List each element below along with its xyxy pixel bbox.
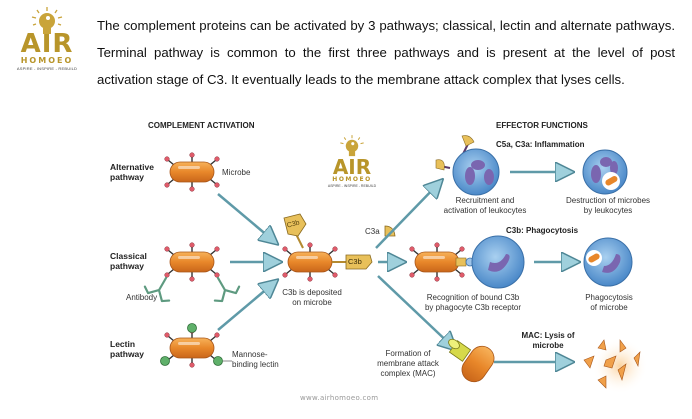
recognition-line1: Recognition of bound C3b	[426, 293, 520, 302]
watermark-sub: HOMOEO	[332, 176, 372, 183]
alternative-pathway-label: Alternative pathway	[110, 162, 154, 182]
leukocyte-recruited-icon	[435, 135, 500, 196]
alternative-pathway-line1: Alternative	[110, 162, 154, 172]
logo-sub: HOMOEO	[20, 56, 74, 65]
mac-title-line2: microbe	[532, 341, 564, 350]
recruitment-caption: Recruitment and activation of leukocytes	[440, 196, 530, 216]
air-homoeo-logo: AIR HOMOEO ASPIRE - INSPIRE - REBUILD	[12, 6, 82, 72]
lectin-pathway-line2: pathway	[110, 349, 145, 359]
logo-tagline: ASPIRE - INSPIRE - REBUILD	[16, 66, 78, 71]
destruction-caption: Destruction of microbes by leukocytes	[560, 196, 656, 216]
microbe-classical	[163, 241, 221, 282]
mbl-line2: binding lectin	[232, 360, 279, 369]
mac-pore-icon	[448, 338, 495, 383]
c3b-caption-line2: on microbe	[292, 298, 332, 307]
phagocyte-ingested-icon	[583, 237, 633, 287]
phagocyte-icon	[471, 235, 525, 289]
watermark-lightbulb-icon	[340, 135, 364, 157]
activation-arrows	[217, 193, 278, 331]
classical-pathway-line1: Classical	[110, 251, 147, 261]
watermark-logo: AIR HOMOEO ASPIRE - INSPIRE - REBUILD	[326, 132, 378, 189]
lysed-microbe-icon	[583, 338, 648, 394]
mac-title-line1: MAC: Lysis of	[521, 331, 575, 340]
microbe-lectin	[163, 328, 221, 368]
alternative-pathway-line2: pathway	[110, 172, 145, 182]
recruitment-line2: activation of leukocytes	[443, 206, 527, 215]
phagocytosis-caption: Phagocytosis of microbe	[576, 293, 642, 313]
mac-formation-line3: complex (MAC)	[380, 369, 436, 378]
intro-paragraph: The complement proteins can be activated…	[97, 18, 675, 87]
recognition-caption: Recognition of bound C3b by phagocyte C3…	[418, 293, 528, 313]
c3b-deposited-caption: C3b is deposited on microbe	[282, 288, 342, 308]
c3a-label: C3a	[365, 227, 380, 236]
watermark-brand: AIR	[332, 155, 372, 179]
antibody-right-icon	[204, 269, 243, 306]
phagocytosis-title: C3b: Phagocytosis	[506, 226, 579, 235]
inflammation-title: C5a, C3a: Inflammation	[496, 140, 585, 149]
website-url: www.airhomoeo.com	[300, 394, 379, 402]
c3b-right-label: C3b	[348, 257, 362, 266]
lectin-pathway-line1: Lectin	[110, 339, 136, 349]
c3b-caption-line1: C3b is deposited	[282, 288, 342, 297]
mac-formation-line1: Formation of	[385, 349, 431, 358]
mannose-binding-lectin-icon	[160, 323, 223, 366]
leukocyte-destroying-icon	[582, 149, 628, 195]
c3b-receptor-icon	[455, 257, 475, 267]
classical-pathway-line2: pathway	[110, 261, 145, 271]
effector-functions-heading: EFFECTOR FUNCTIONS	[496, 121, 588, 130]
lectin-pathway-label: Lectin pathway	[110, 339, 144, 359]
mac-formation-line2: membrane attack	[377, 359, 439, 368]
microbe-alternative	[163, 151, 221, 193]
phagocytosis-line1: Phagocytosis	[585, 293, 633, 302]
mannose-binding-lectin-label: Mannose- binding lectin	[232, 350, 279, 370]
recognition-line2: by phagocyte C3b receptor	[424, 303, 522, 312]
antibody-label: Antibody	[126, 293, 158, 302]
microbe-c3b-deposited	[282, 241, 338, 282]
mac-formation-caption: Formation of membrane attack complex (MA…	[370, 349, 446, 379]
complement-activation-heading: COMPLEMENT ACTIVATION	[148, 121, 255, 130]
lightbulb-icon	[31, 7, 63, 34]
microbe-label: Microbe	[222, 168, 251, 177]
c3b-top-fragment	[283, 213, 307, 249]
destruction-line1: Destruction of microbes	[565, 196, 651, 205]
mac-lysis-title: MAC: Lysis of microbe	[510, 331, 586, 351]
destruction-line2: by leukocytes	[583, 206, 633, 215]
phagocytosis-line2: of microbe	[590, 303, 628, 312]
recruitment-line1: Recruitment and	[455, 196, 515, 205]
mbl-line1: Mannose-	[232, 350, 268, 359]
effector-arrows	[375, 172, 576, 362]
logo-brand: AIR	[20, 29, 74, 59]
classical-pathway-label: Classical pathway	[110, 251, 147, 271]
c3b-right-fragment	[332, 254, 373, 270]
watermark-tagline: ASPIRE - INSPIRE - REBUILD	[327, 184, 377, 188]
